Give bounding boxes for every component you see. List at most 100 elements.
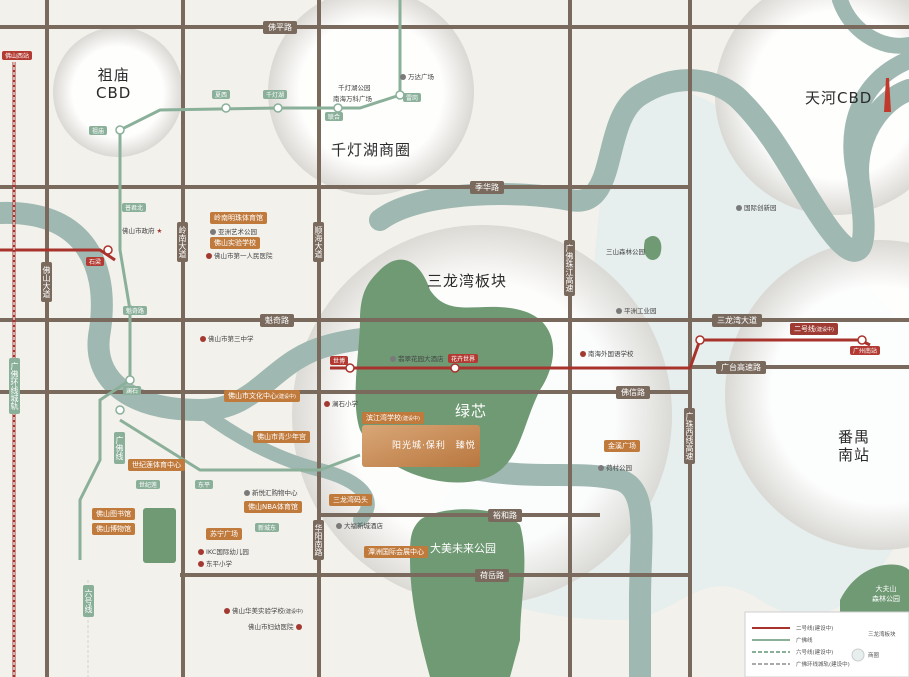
school-icon	[224, 608, 230, 614]
road-guangzhu: 广佛珠江高速	[564, 240, 575, 296]
canton-tower-icon	[884, 78, 891, 112]
school-icon	[580, 351, 586, 357]
poi-dongping-school[interactable]: 东平小学	[198, 558, 232, 568]
poi-museum[interactable]: 佛山博物馆	[92, 523, 135, 535]
road-huayang: 华阳南路	[313, 520, 324, 560]
poi-xinhui[interactable]: 新悦汇购物中心	[244, 487, 298, 497]
school-icon	[198, 561, 204, 567]
poi-huamei[interactable]: 佛山华美实验学校(建设中)	[224, 605, 303, 615]
station-shiliang[interactable]: 石梁	[86, 257, 105, 266]
poi-damei-hotel[interactable]: 大福新城酒店	[336, 520, 383, 530]
river-tianhe	[843, 51, 909, 199]
building-icon	[616, 308, 622, 314]
poi-sanshan-park[interactable]: 三山森林公园	[606, 248, 645, 256]
poi-nanhai-foreign[interactable]: 南海外国语学校	[580, 348, 634, 358]
hospital-icon	[295, 624, 302, 630]
damei-park-label: 大美未来公园	[430, 542, 496, 555]
legend-business-circle: 商圈	[868, 653, 880, 659]
legend-box	[744, 611, 909, 677]
station-lanshi[interactable]: 澜石	[123, 386, 142, 395]
school-icon	[200, 336, 206, 342]
road-foping: 佛平路	[263, 21, 297, 34]
station-zumiao[interactable]: 祖庙	[89, 126, 108, 135]
poi-wanda[interactable]: 万达广场	[400, 71, 434, 81]
station-shengping[interactable]: 世博	[330, 356, 349, 365]
line2-badge[interactable]: 二号线(建设中)	[790, 323, 838, 335]
road-lingnan: 岭南大道	[177, 222, 188, 262]
project-name[interactable]: 阳光城·保利 臻悦	[392, 438, 476, 451]
poi-experiment-school[interactable]: 佛山实验学校	[210, 237, 260, 249]
river-top	[832, 0, 909, 54]
poi-jinxi-park[interactable]: 荷村公园	[598, 462, 632, 472]
poi-qiandeng-park[interactable]: 千灯湖公园	[338, 84, 371, 92]
poi-international[interactable]: 国际创新园	[736, 202, 777, 212]
poi-no3-school[interactable]: 佛山市第三中学	[200, 333, 254, 343]
station-qiandeng[interactable]: 千灯湖	[263, 90, 288, 99]
legend-line6: 六号线(建设中)	[796, 650, 834, 656]
poi-ikc[interactable]: IKC国际幼儿园	[198, 546, 249, 556]
legend-sanlongwan: 三龙湾板块	[868, 632, 896, 638]
line2-note: (建设中)	[815, 327, 834, 333]
poi-lingnan-sports[interactable]: 岭南明珠体育馆	[210, 212, 267, 224]
poi-convention[interactable]: 潭洲国际会展中心	[364, 546, 428, 558]
poi-suning[interactable]: 苏宁广场	[206, 528, 242, 540]
poi-wanke-plaza[interactable]: 南海万科广场	[333, 95, 372, 103]
poi-lanshi-school[interactable]: 澜石小学	[324, 398, 358, 408]
museum-park-green	[143, 508, 176, 563]
poi-century-sports[interactable]: 世纪莲体育中心	[128, 459, 185, 471]
tianhe-cbd-label: 天河CBD	[805, 89, 873, 107]
station-shijia[interactable]: 世纪莲	[136, 480, 161, 489]
zumiao-bubble	[53, 27, 183, 157]
station-xincheng[interactable]: 新城东	[255, 523, 280, 532]
road-sanlongwan: 三龙湾大道	[712, 314, 762, 327]
line-6	[119, 418, 361, 472]
poi-youth-palace[interactable]: 佛山市青少年宫	[253, 431, 310, 443]
legend-huanxian: 广佛环线城轨(建设中)	[796, 662, 850, 668]
road-line6: 六号线	[83, 585, 94, 617]
lvxin-label: 绿芯	[455, 402, 488, 420]
poi-jinxi-plaza[interactable]: 金溪广场	[604, 440, 640, 452]
station-guangzhou-south[interactable]: 广州南站	[850, 346, 881, 355]
road-foshan-dadao: 佛山大道	[41, 262, 52, 302]
station-xijiao[interactable]: 夏西	[212, 90, 231, 99]
school-icon	[324, 401, 330, 407]
road-guangtai: 广台高速路	[716, 361, 766, 374]
mall-icon	[244, 490, 250, 496]
park-icon	[210, 229, 216, 235]
poi-riverside-school[interactable]: 滨江湾学校(建设中)	[362, 412, 424, 424]
station-kuiqi[interactable]: 魁奇路	[123, 306, 148, 315]
station-foshan-west[interactable]: 佛山西站	[2, 51, 33, 60]
poi-art-park[interactable]: 亚洲艺术公园	[210, 226, 257, 236]
school-icon	[198, 549, 204, 555]
building-icon	[736, 205, 742, 211]
guangfo-line	[78, 130, 132, 560]
line2-west	[0, 248, 116, 262]
poi-nba[interactable]: 佛山NBA体育馆	[244, 501, 302, 513]
station-dongping[interactable]: 东平	[195, 480, 214, 489]
road-huanxian: 广佛环线城轨	[9, 358, 20, 414]
station-pujun[interactable]: 普君北	[122, 203, 147, 212]
station-leidian[interactable]: 雷岗	[403, 93, 422, 102]
station-lianhe[interactable]: 联合	[325, 112, 344, 121]
poi-gov[interactable]: 佛山市政府★	[122, 227, 163, 235]
project-name-b: 臻悦	[455, 441, 476, 451]
road-yuhe: 裕和路	[488, 509, 522, 522]
road-guangzhuxi: 广珠西线高速	[684, 408, 695, 464]
poi-culture-center[interactable]: 佛山市文化中心(建设中)	[224, 390, 300, 402]
road-hetai: 荷岳路	[475, 569, 509, 582]
panyu-bubble	[725, 240, 909, 550]
park-icon	[598, 465, 604, 471]
poi-maternity[interactable]: 佛山市妇幼医院	[248, 621, 304, 631]
damei-green	[410, 509, 525, 677]
poi-pingzhou[interactable]: 平洲工业园	[616, 305, 657, 315]
poi-first-hospital[interactable]: 佛山市第一人民医院	[206, 250, 273, 260]
mall-icon	[400, 74, 406, 80]
station-huayuan[interactable]: 花卉世界	[448, 354, 479, 363]
poi-huayuan-hotel[interactable]: 翡翠花园大酒店	[390, 353, 444, 363]
poi-sanlongwan-pier[interactable]: 三龙湾码头	[329, 494, 372, 506]
zumiao-cbd-label: 祖庙 CBD	[96, 66, 132, 102]
poi-library[interactable]: 佛山图书馆	[92, 508, 135, 520]
project-name-a: 阳光城·保利	[392, 441, 446, 451]
